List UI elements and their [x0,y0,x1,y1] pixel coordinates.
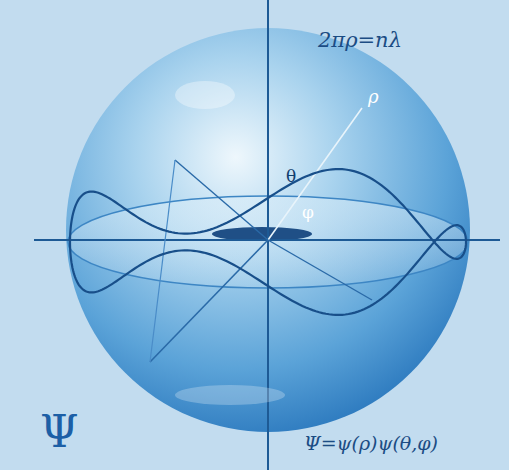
diagonal-line [175,160,268,240]
highlight [175,385,285,405]
formula-label: 2πρ=nλ [318,30,402,51]
standing-wave [70,169,466,315]
highlight [175,81,235,109]
symbol-label: ρ [368,88,379,106]
symbol-label: φ [302,204,314,221]
diagonal-line [268,240,372,300]
symbol-label: θ [286,168,296,185]
triangle-line [150,160,175,362]
diagonal-line [150,240,268,362]
formula-label: Ψ=ψ(ρ)ψ(θ,φ) [304,434,438,453]
psi-symbol: Ψ [40,410,79,454]
